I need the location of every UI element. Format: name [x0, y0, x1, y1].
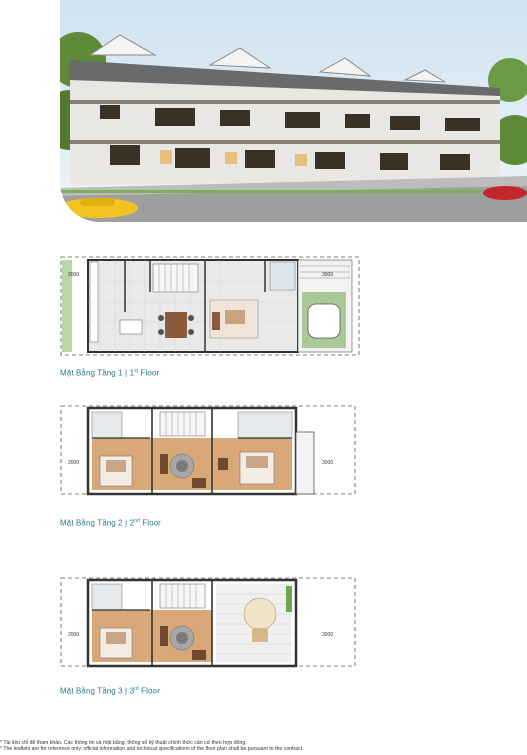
floor-number: 1 — [129, 368, 135, 378]
floor-plan-3: 2000 3000 — [60, 574, 360, 670]
separator: | — [122, 368, 130, 378]
floor-ordinal: rd — [134, 686, 139, 692]
dim-right: 3000 — [322, 272, 333, 278]
dim-right: 3000 — [322, 460, 333, 466]
townhouse-rendering — [60, 0, 527, 222]
floor-word: Floor — [142, 518, 161, 528]
floor-1-caption: Mặt Bằng Tầng 1 | 1st Floor — [60, 368, 159, 378]
floor-word: Floor — [141, 686, 160, 696]
dim-right: 3000 — [322, 632, 333, 638]
dim-left: 2000 — [68, 272, 79, 278]
floor-3-caption: Mặt Bằng Tầng 3 | 3rd Floor — [60, 686, 160, 696]
floor-plan-2: 2000 3000 — [60, 402, 360, 498]
floor-number: 3 — [129, 686, 135, 696]
dim-left: 2000 — [68, 632, 79, 638]
disclaimer-en: * The leaflets are for reference only, o… — [0, 746, 304, 752]
floor-name: Mặt Bằng Tầng 1 — [60, 368, 123, 378]
separator: | — [122, 686, 130, 696]
floor-ordinal: st — [134, 368, 139, 374]
floor-number: 2 — [129, 518, 135, 528]
separator: | — [122, 518, 130, 528]
floor-ordinal: nd — [134, 518, 140, 524]
disclaimer-vi: * Tài liệu chỉ để tham khảo. Các thông t… — [0, 740, 247, 746]
floor-name: Mặt Bằng Tầng 3 — [60, 686, 123, 696]
floor-name: Mặt Bằng Tầng 2 — [60, 518, 123, 528]
floor-word: Floor — [140, 368, 160, 378]
dim-left: 2000 — [68, 460, 79, 466]
floor-plan-1: 2000 3000 — [60, 252, 360, 360]
floor-2-caption: Mặt Bằng Tầng 2 | 2nd Floor — [60, 518, 161, 528]
